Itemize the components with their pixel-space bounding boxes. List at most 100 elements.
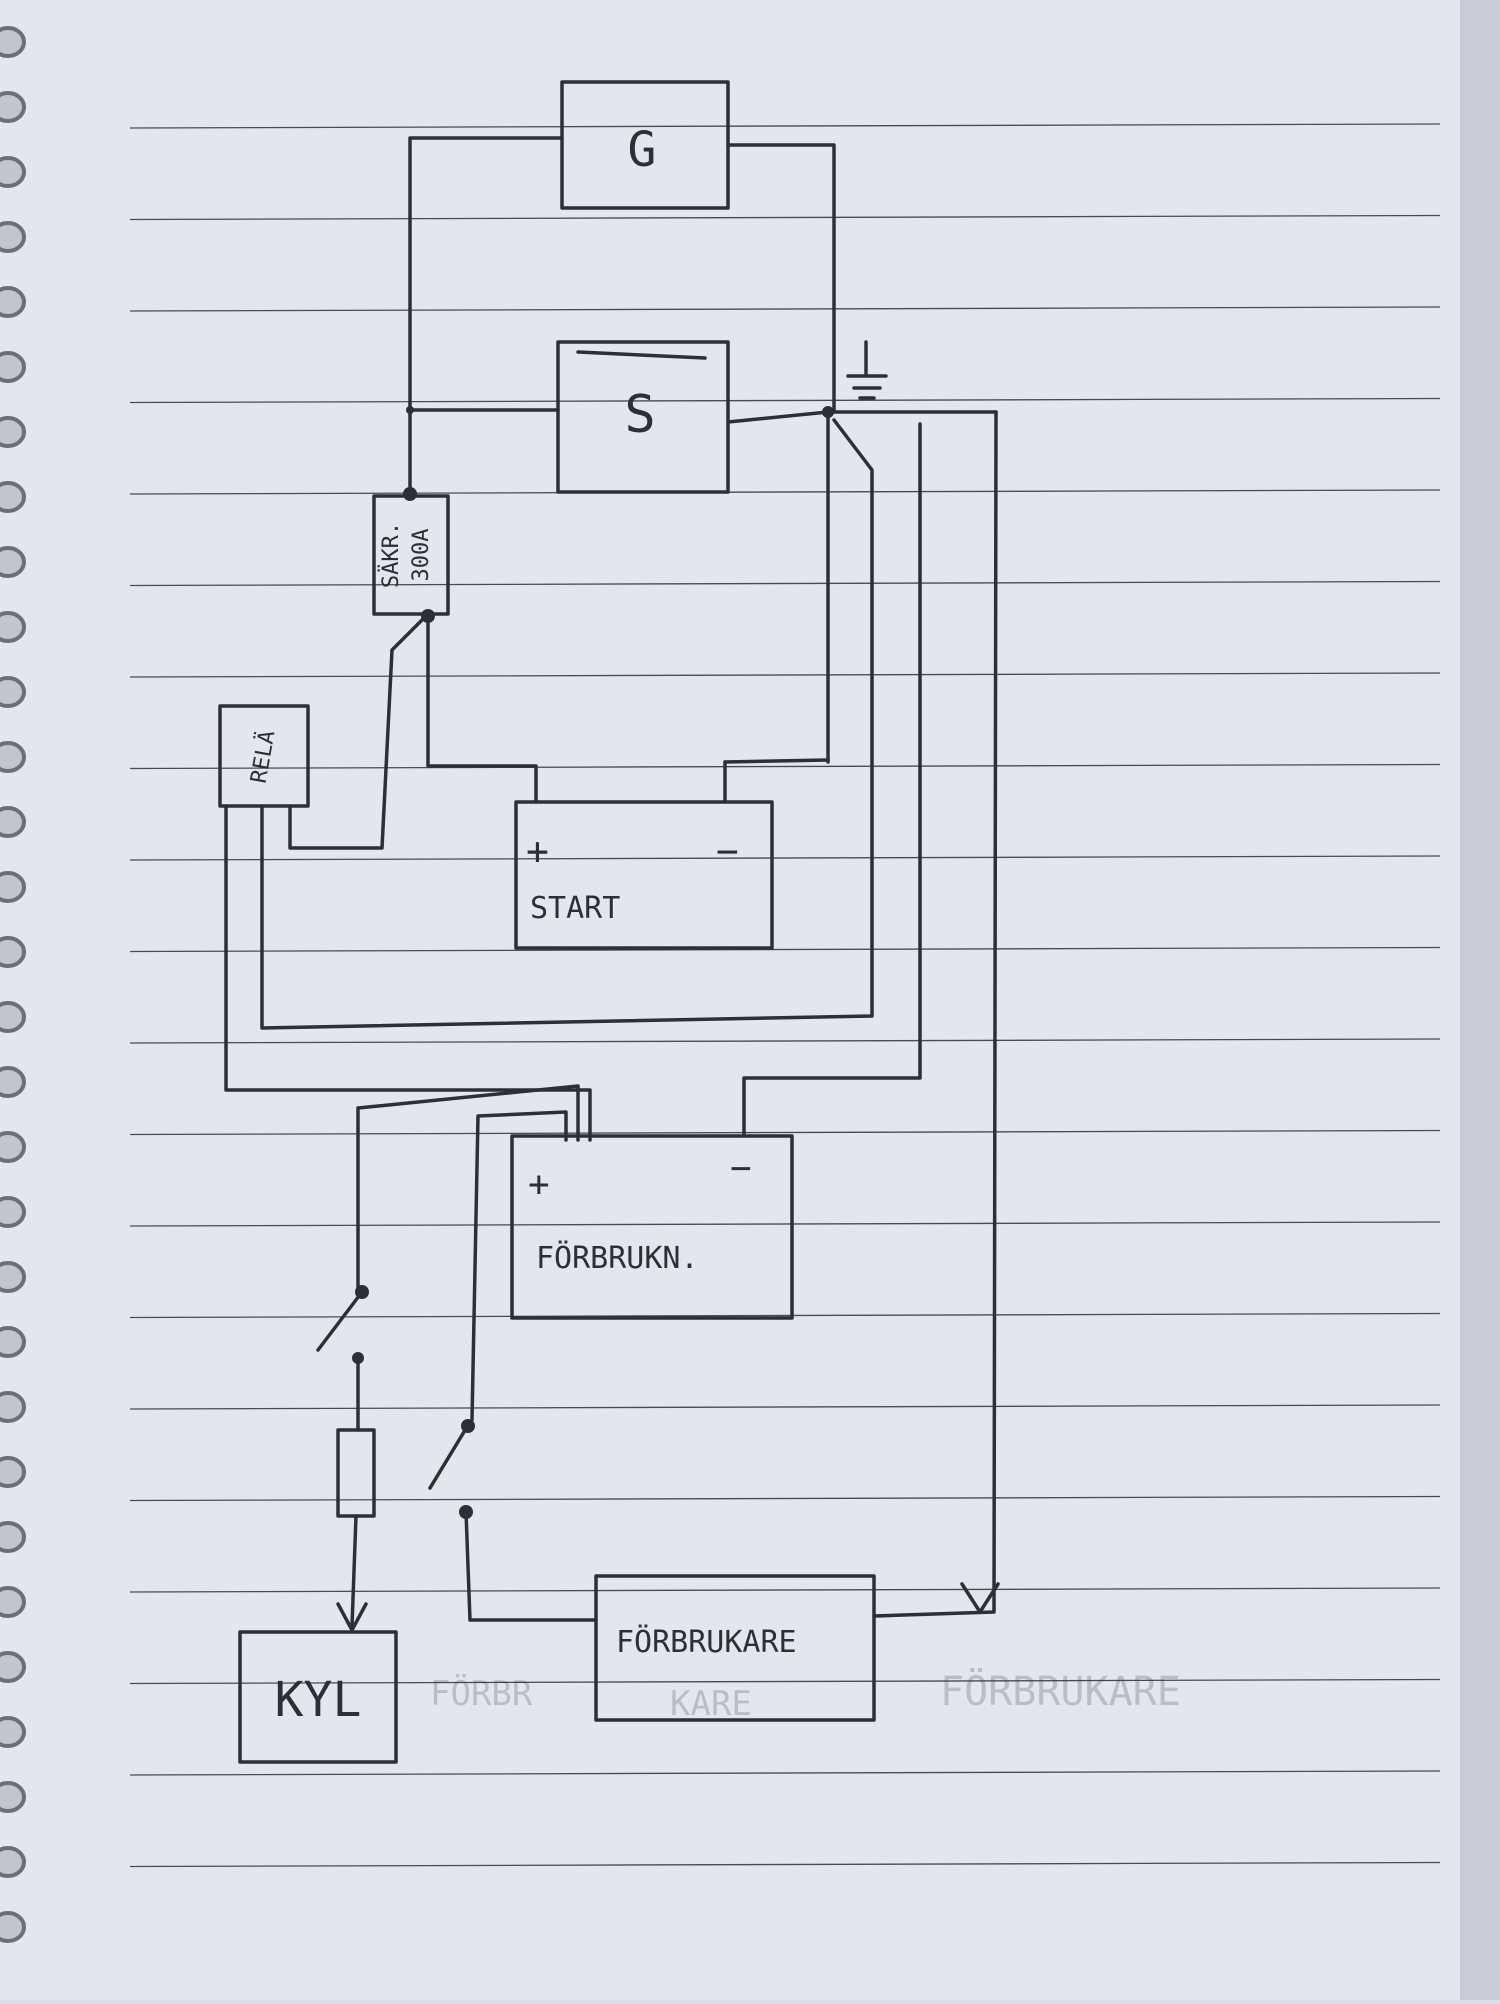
wiring-diagram bbox=[218, 80, 1000, 1764]
spiral-ring bbox=[0, 546, 26, 578]
ruled-line bbox=[129, 1038, 1441, 1044]
consumer-box bbox=[594, 1574, 876, 1722]
wire-relay-to-service-plus bbox=[224, 804, 592, 1142]
starter-label: S bbox=[624, 385, 655, 445]
spiral-ring bbox=[0, 221, 26, 253]
ruled-line bbox=[129, 946, 1441, 953]
ruled-line bbox=[129, 580, 1441, 587]
spiral-ring bbox=[0, 1001, 26, 1033]
start-battery-box bbox=[514, 800, 774, 950]
arrow-ground-rail bbox=[960, 1582, 1000, 1614]
spiral-ring bbox=[0, 1586, 26, 1618]
spiral-ring bbox=[0, 1196, 26, 1228]
ruled-line bbox=[129, 1221, 1441, 1227]
junction-dot bbox=[822, 406, 834, 418]
ghost-text-3: FÖRBRUKARE bbox=[940, 1667, 1181, 1715]
relay-box bbox=[218, 704, 310, 808]
spiral-ring bbox=[0, 416, 26, 448]
spiral-ring bbox=[0, 286, 26, 318]
spiral-ring bbox=[0, 871, 26, 903]
junction-dot bbox=[403, 487, 417, 501]
switch-contact-dot bbox=[461, 1419, 475, 1433]
switch-consumer-lever bbox=[428, 1420, 472, 1490]
ghost-impressions: FÖRBR KARE FÖRBRUKARE bbox=[430, 1667, 1181, 1724]
spiral-ring bbox=[0, 1911, 26, 1943]
spiral-ring bbox=[0, 351, 26, 383]
ruled-line bbox=[129, 1861, 1441, 1868]
junction-dot bbox=[406, 406, 414, 414]
fuse-label-line1-group: SÄKR. bbox=[378, 522, 404, 588]
spiral-ring bbox=[0, 741, 26, 773]
spiral-ring bbox=[0, 1391, 26, 1423]
service-minus-sign: − bbox=[730, 1148, 752, 1189]
fuse-label-line1: SÄKR. bbox=[378, 522, 404, 588]
start-battery-label: START bbox=[530, 891, 620, 926]
spiral-ring bbox=[0, 1651, 26, 1683]
start-minus-sign: − bbox=[716, 829, 739, 873]
spiral-ring bbox=[0, 91, 26, 123]
wire-service-plus-to-fridge bbox=[356, 1084, 580, 1292]
arrow-fridge bbox=[336, 1602, 368, 1632]
wire-ground-rail-consumer bbox=[872, 410, 998, 1618]
ruled-line bbox=[129, 1312, 1441, 1319]
switch-contact-dot bbox=[355, 1285, 369, 1299]
page-edge bbox=[1460, 0, 1500, 2000]
ruled-line bbox=[129, 397, 1441, 404]
spiral-ring bbox=[0, 1456, 26, 1488]
service-battery-box bbox=[510, 1134, 794, 1320]
wire-relay-ground bbox=[260, 418, 874, 1030]
wire-fuse-to-start-plus bbox=[426, 612, 538, 804]
fridge-box bbox=[238, 1630, 398, 1764]
junction-dot bbox=[421, 609, 435, 623]
spiral-ring bbox=[0, 1326, 26, 1358]
ruled-line bbox=[129, 1770, 1441, 1776]
service-battery-label: FÖRBRUKN. bbox=[536, 1240, 699, 1276]
ruled-line bbox=[129, 855, 1441, 861]
ruled-line bbox=[129, 1129, 1441, 1136]
spiral-ring bbox=[0, 1066, 26, 1098]
ghost-text-2: KARE bbox=[670, 1684, 752, 1724]
spiral-ring bbox=[0, 806, 26, 838]
spiral-ring bbox=[0, 1716, 26, 1748]
ruled-line bbox=[129, 1495, 1441, 1502]
ruled-line bbox=[129, 1587, 1441, 1593]
ruled-line bbox=[129, 763, 1441, 770]
wire-switch-to-consumer bbox=[464, 1510, 598, 1622]
ruled-line bbox=[129, 489, 1441, 495]
spiral-ring bbox=[0, 611, 26, 643]
spiral-ring bbox=[0, 156, 26, 188]
wire-service-minus-to-ground bbox=[742, 422, 922, 1138]
service-plus-sign: + bbox=[528, 1164, 550, 1205]
junction-dots bbox=[352, 406, 834, 1519]
starter-box bbox=[556, 340, 730, 494]
component-labels: G S SÄKR. 300A RELÄ + − START + − FÖRBRU… bbox=[246, 122, 797, 1728]
ghost-text-1: FÖRBR bbox=[430, 1673, 533, 1714]
fuse-label-line2-group: 300A bbox=[409, 529, 434, 582]
spiral-binding bbox=[0, 26, 26, 1943]
wire-generator-plus bbox=[408, 136, 564, 496]
spiral-ring bbox=[0, 1521, 26, 1553]
wire-generator-ground bbox=[726, 143, 836, 414]
wire-fuse-to-fridge bbox=[350, 1514, 358, 1628]
spiral-ring bbox=[0, 936, 26, 968]
spiral-ring bbox=[0, 1846, 26, 1878]
spiral-ring bbox=[0, 481, 26, 513]
ruled-lines bbox=[129, 123, 1441, 1868]
spiral-ring bbox=[0, 1131, 26, 1163]
switch-fridge-lever bbox=[316, 1290, 364, 1352]
wire-fuse-to-relay bbox=[288, 612, 430, 850]
switch-contact-dot bbox=[352, 1352, 364, 1364]
ruled-line bbox=[129, 306, 1441, 312]
start-plus-sign: + bbox=[526, 829, 549, 873]
spiral-ring bbox=[0, 26, 26, 58]
ruled-line bbox=[129, 1404, 1441, 1410]
wire-start-minus-top bbox=[723, 758, 830, 764]
consumer-label: FÖRBRUKARE bbox=[616, 1624, 797, 1660]
ruled-line bbox=[129, 214, 1441, 221]
spiral-ring bbox=[0, 676, 26, 708]
switch-contact-dot bbox=[459, 1505, 473, 1519]
wire-service-plus-to-consumer bbox=[470, 1110, 568, 1422]
fuse-label-line2: 300A bbox=[409, 529, 434, 582]
